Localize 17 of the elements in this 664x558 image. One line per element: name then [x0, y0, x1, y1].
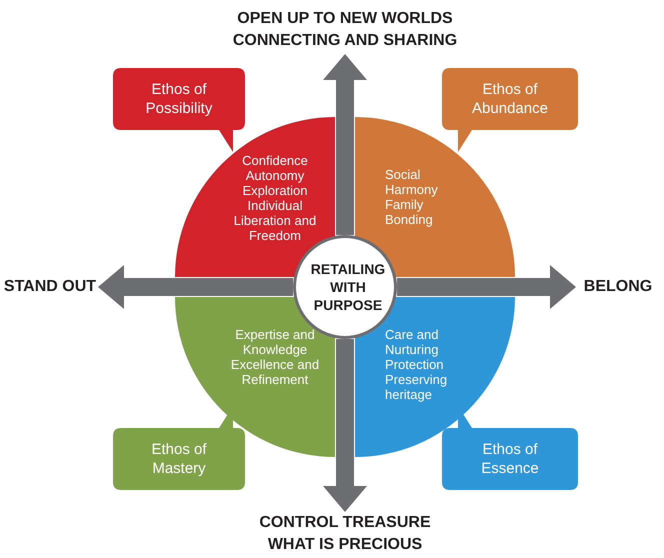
ethos-label: Ethos of Possibility — [144, 80, 214, 118]
direction-arrow-connector — [98, 265, 293, 309]
ethos-label: Ethos of Abundance — [471, 80, 549, 118]
value-list: Care and Nurturing Protection Preserving heritage — [385, 327, 465, 402]
direction-label: CONTROL TREASURE WHAT IS PRECIOUS — [258, 513, 432, 555]
direction-label: OPEN UP TO NEW WORLDS CONNECTING AND SHARING — [232, 9, 458, 51]
direction-arrow-connector — [397, 265, 576, 309]
ethos-label: Ethos of Mastery — [150, 440, 208, 478]
ethos-label: Ethos of Essence — [480, 440, 540, 478]
value-list: Social Harmony Family Bonding — [385, 167, 455, 227]
value-list: Confidence Autonomy Exploration Individual Liberation and Freedom — [227, 153, 323, 243]
direction-label: BELONG — [582, 277, 654, 297]
direction-arrow-connector — [323, 54, 367, 235]
value-list: Expertise and Knowledge Excellence and Refinement — [225, 327, 325, 387]
direction-label: STAND OUT — [2, 277, 98, 297]
direction-arrow-connector — [323, 339, 367, 512]
center-title: RETAILING WITH PURPOSE — [310, 260, 386, 314]
